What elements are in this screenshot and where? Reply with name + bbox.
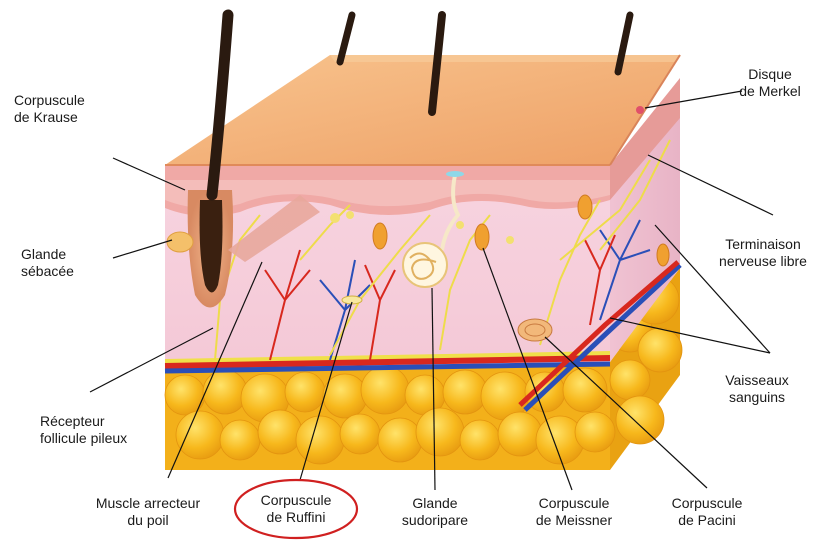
pacini-corpuscle xyxy=(518,319,552,341)
fat-cell xyxy=(220,420,260,460)
fat-cell xyxy=(258,410,302,454)
fat-cell xyxy=(616,396,664,444)
merkel-disc xyxy=(636,106,644,114)
fat-cell xyxy=(498,412,542,456)
sebaceous-gland xyxy=(167,232,193,252)
fat-cell xyxy=(165,375,205,415)
fat-cell xyxy=(575,412,615,452)
fat-cell xyxy=(416,408,464,456)
fat-cell xyxy=(203,370,247,414)
epidermis-layer xyxy=(165,55,680,216)
fat-cell xyxy=(361,366,409,414)
fat-cell xyxy=(340,414,380,454)
fat-cell xyxy=(610,360,650,400)
fat-cell xyxy=(378,418,422,462)
fat-cell xyxy=(296,416,344,464)
meissner-corpuscle xyxy=(475,224,489,250)
fat-cell xyxy=(285,372,325,412)
fat-cell xyxy=(638,328,682,372)
fat-cell xyxy=(443,370,487,414)
fat-cell xyxy=(460,420,500,460)
krause-corpuscle xyxy=(330,213,340,223)
fat-cell xyxy=(176,411,224,459)
